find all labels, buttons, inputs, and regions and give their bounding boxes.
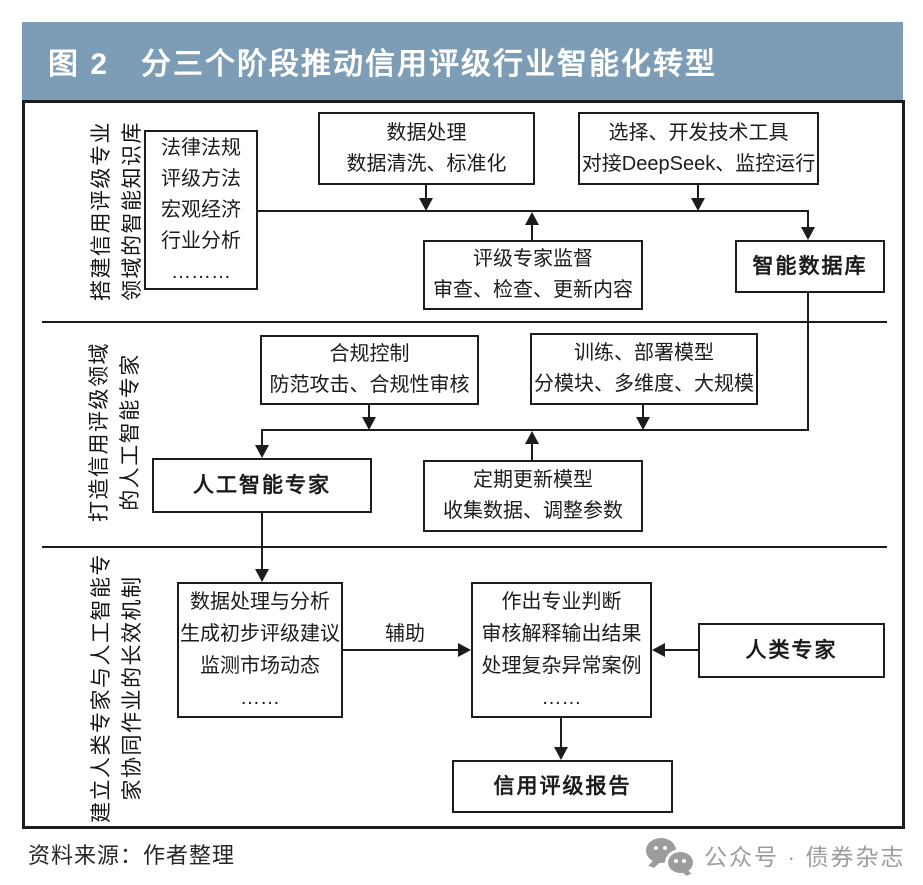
arrowhead-aiexpert-down — [255, 445, 269, 458]
watermark: 公众号 · 债券杂志 — [646, 836, 906, 876]
expert-supervision-box: 评级专家监督 审查、检查、更新内容 — [423, 240, 643, 310]
source-note: 资料来源：作者整理 — [28, 843, 236, 868]
figure-title: 图 2 分三个阶段推动信用评级行业智能化转型 — [48, 48, 718, 81]
arrowhead-assist-right — [458, 643, 471, 657]
compliance-box: 合规控制 防范攻击、合规性审核 — [260, 335, 479, 405]
connector-smartdb-stem — [807, 210, 809, 228]
knowledge-sources-box: 法律法规 评级方法 宏观经济 行业分析 ……… — [144, 130, 258, 290]
connector-compliance-stem — [368, 405, 370, 418]
arrowhead-training-down — [636, 417, 650, 430]
arrowhead-dataproc-down — [419, 198, 433, 211]
stage1-label: 搭建信用评级专业 领域的智能知识库 — [90, 121, 144, 301]
connector-training-stem — [642, 405, 644, 418]
model-training-box: 训练、部署模型 分模块、多维度、大规模 — [530, 333, 758, 405]
connector-dataproc-stem — [425, 185, 427, 201]
figure-title-bar: 图 2 分三个阶段推动信用评级行业智能化转型 — [22, 22, 903, 100]
stage2-label: 打造信用评级领域 的人工智能专家 — [88, 342, 142, 522]
human-tasks-box: 作出专业判断 审核解释输出结果 处理复杂异常案例 …… — [471, 582, 652, 718]
rating-report-box: 信用评级报告 — [452, 760, 673, 813]
tech-tools-box: 选择、开发技术工具 对接DeepSeek、监控运行 — [578, 112, 819, 185]
connector-stage1-bus — [257, 210, 809, 212]
stage-divider-1 — [42, 321, 887, 323]
connector-tools-stem — [697, 185, 699, 201]
stage-divider-2 — [42, 546, 887, 548]
connector-supervision-stem — [531, 224, 533, 240]
connector-smartdb-to-stage2 — [807, 293, 809, 430]
arrowhead-report-down — [554, 747, 568, 760]
stage3-label: 建立人类专家与人工智能专 家协同作业的长效机制 — [90, 553, 144, 823]
arrowhead-update-up — [525, 431, 539, 444]
ai-tasks-box: 数据处理与分析 生成初步评级建议 监测市场动态 …… — [177, 582, 343, 718]
wechat-icon — [646, 836, 696, 876]
assist-arrow-label: 辅助 — [385, 623, 425, 645]
arrowhead-aitasks-down — [255, 569, 269, 582]
data-processing-box: 数据处理 数据清洗、标准化 — [318, 112, 535, 185]
arrowhead-compliance-down — [362, 417, 376, 430]
connector-assist — [343, 649, 459, 651]
connector-aiexpert-to-stage3 — [261, 513, 263, 570]
arrowhead-tools-down — [691, 198, 705, 211]
human-expert-box: 人类专家 — [698, 623, 885, 678]
arrowhead-supervision-up — [525, 212, 539, 225]
arrowhead-humanexpert-left — [652, 643, 665, 657]
arrowhead-smartdb-down — [801, 227, 815, 240]
connector-aiexpert-stem — [261, 430, 263, 446]
ai-expert-box: 人工智能专家 — [152, 458, 372, 513]
watermark-text: 公众号 · 债券杂志 — [704, 844, 906, 870]
connector-update-stem — [531, 443, 533, 460]
model-update-box: 定期更新模型 收集数据、调整参数 — [423, 460, 643, 532]
connector-report-stem — [560, 718, 562, 748]
connector-stage2-bus — [261, 429, 809, 431]
smart-database-box: 智能数据库 — [735, 240, 885, 293]
connector-humanexpert — [664, 649, 698, 651]
